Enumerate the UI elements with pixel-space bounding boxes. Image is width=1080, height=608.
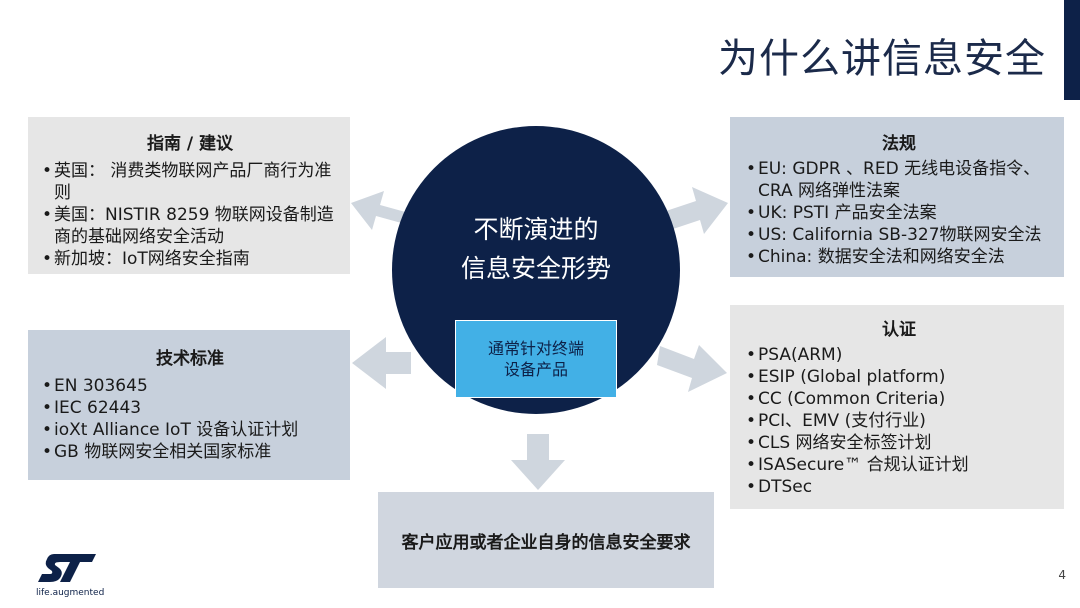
center-circle-text: 不断演进的 信息安全形势 (392, 210, 680, 288)
certification-item: PCI、EMV (支付行业) (744, 410, 1054, 432)
guidelines-item: 新加坡：IoT网络安全指南 (40, 248, 340, 270)
certification-box: 认证 PSA(ARM) ESIP (Global platform) CC (C… (730, 305, 1064, 509)
certification-item: ISASecure™ 合规认证计划 (744, 454, 1054, 476)
arrow-to-bottom (511, 434, 565, 490)
regulations-item: UK: PSTI 产品安全法案 (744, 202, 1054, 224)
slide-title: 为什么讲信息安全 (718, 36, 1046, 82)
guidelines-title: 指南 / 建议 (146, 134, 234, 154)
certification-item: PSA(ARM) (744, 344, 1054, 366)
guidelines-box: 指南 / 建议 英国： 消费类物联网产品厂商行为准则 美国：NISTIR 825… (28, 117, 350, 274)
page-number: 4 (1058, 568, 1066, 582)
standards-item: EN 303645 (40, 375, 340, 397)
inner-line-1: 通常针对终端 (487, 339, 584, 358)
certification-item: CC (Common Criteria) (744, 388, 1054, 410)
arrow-to-certification (657, 345, 727, 392)
center-line-2: 信息安全形势 (460, 254, 611, 283)
certification-item: DTSec (744, 476, 1054, 498)
guidelines-item: 美国：NISTIR 8259 物联网设备制造商的基础网络安全活动 (40, 204, 340, 248)
standards-box: 技术标准 EN 303645 IEC 62443 ioXt Alliance I… (28, 330, 350, 480)
regulations-title: 法规 (882, 134, 916, 154)
guidelines-item: 英国： 消费类物联网产品厂商行为准则 (40, 160, 340, 204)
arrow-to-standards (352, 337, 411, 389)
arrow-to-regulations (660, 187, 728, 234)
regulations-box: 法规 EU: GDPR 、RED 无线电设备指令、CRA 网络弹性法案 UK: … (730, 117, 1064, 277)
customer-requirements-box: 客户应用或者企业自身的信息安全要求 (378, 492, 714, 588)
regulations-item: China: 数据安全法和网络安全法 (744, 246, 1054, 268)
standards-item: GB 物联网安全相关国家标准 (40, 441, 340, 463)
inner-line-2: 设备产品 (503, 360, 568, 379)
st-logo-icon (38, 554, 96, 582)
logo-tagline: life.augmented (36, 588, 105, 598)
standards-title: 技术标准 (156, 349, 224, 369)
arrow-to-guidelines (351, 191, 409, 230)
certification-item: ESIP (Global platform) (744, 366, 1054, 388)
standards-item: ioXt Alliance IoT 设备认证计划 (40, 419, 340, 441)
title-accent-bar (1064, 0, 1080, 100)
regulations-item: EU: GDPR 、RED 无线电设备指令、CRA 网络弹性法案 (744, 158, 1054, 202)
certification-item: CLS 网络安全标签计划 (744, 432, 1054, 454)
customer-requirements-label: 客户应用或者企业自身的信息安全要求 (401, 532, 691, 553)
endpoint-device-box: 通常针对终端 设备产品 (455, 320, 617, 398)
certification-title: 认证 (882, 320, 916, 340)
standards-item: IEC 62443 (40, 397, 340, 419)
regulations-item: US: California SB-327物联网安全法 (744, 224, 1054, 246)
center-line-1: 不断演进的 (473, 215, 599, 244)
